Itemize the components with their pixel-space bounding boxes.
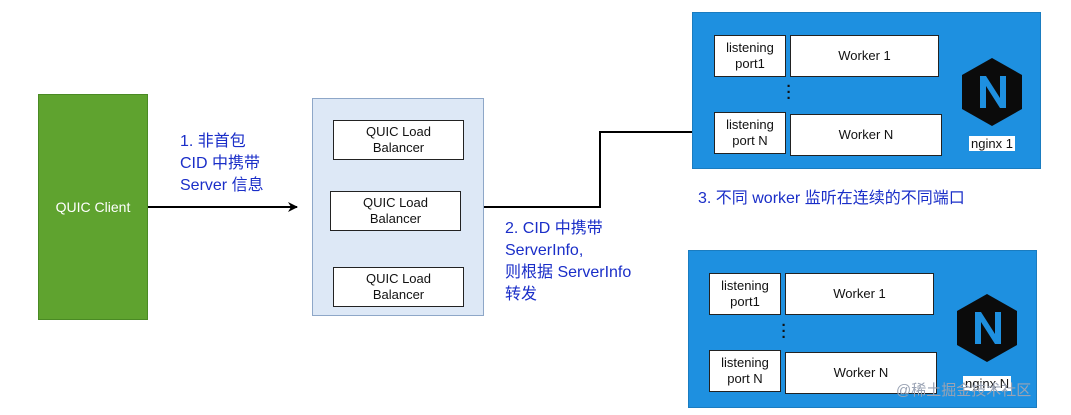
nginx-name-label: nginx N (963, 376, 1012, 391)
worker-cell: Worker N (785, 352, 937, 394)
listening-port-cell: listening port1 (714, 35, 786, 77)
watermark: @稀土掘金技术社区 (896, 382, 1032, 399)
listening-port-cell: listening port N (714, 112, 786, 154)
vertical-ellipsis: ··· (781, 317, 787, 346)
listening-port-cell: listening port1 (709, 273, 781, 315)
worker-cell: Worker N (790, 114, 942, 156)
step3-annotation: 3. 不同 worker 监听在连续的不同端口 (698, 190, 965, 207)
step1-annotation: 1. 非首包 CID 中携带 Server 信息 (180, 133, 264, 194)
load-balancer-1: QUIC Load Balancer (333, 120, 464, 160)
nginx-logo-icon (962, 58, 1022, 126)
lb-to-nginx-arrow (484, 127, 707, 208)
worker-cell: Worker 1 (790, 35, 939, 77)
quic-client-box: QUIC Client (38, 94, 148, 320)
nginx-logo-icon (957, 294, 1017, 362)
worker-cell: Worker 1 (785, 273, 934, 315)
nginx-name-label: nginx 1 (969, 136, 1015, 151)
vertical-ellipsis: ··· (786, 78, 792, 107)
step2-annotation: 2. CID 中携带 ServerInfo, 则根据 ServerInfo 转发 (505, 220, 632, 303)
load-balancer-2: QUIC Load Balancer (330, 191, 461, 231)
listening-port-cell: listening port N (709, 350, 781, 392)
load-balancer-3: QUIC Load Balancer (333, 267, 464, 307)
quic-client-label: QUIC Client (55, 199, 131, 215)
